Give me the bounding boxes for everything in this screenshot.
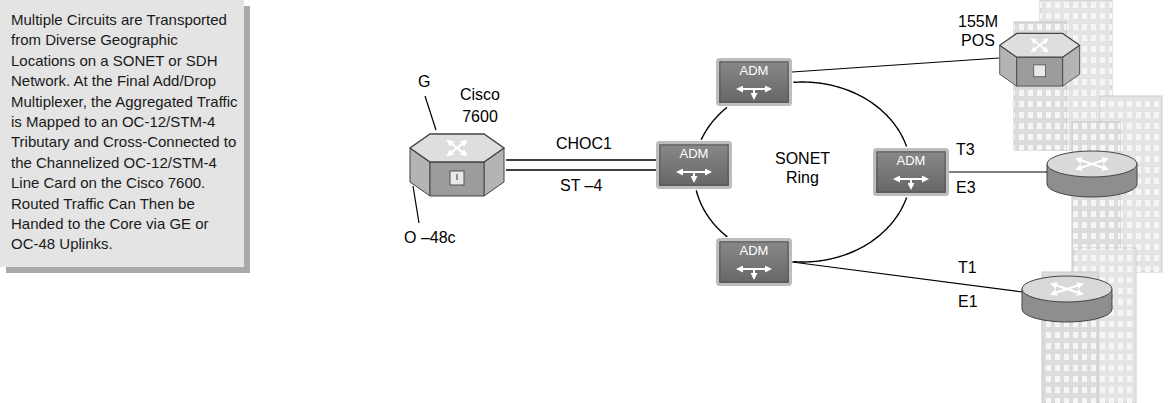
add-drop-multiplexer: ADM <box>873 148 949 196</box>
t1-link <box>792 262 1022 292</box>
device-name: ADM <box>716 238 792 258</box>
link-label: CHOC1 <box>556 134 612 153</box>
device-label: Cisco 7600 <box>460 84 500 128</box>
sonet-ring-segment <box>701 107 727 140</box>
add-drop-multiplexer: ADM <box>716 58 792 106</box>
router-icon <box>1022 276 1112 322</box>
circuit-label: E3 <box>956 178 976 197</box>
sonet-ring-segment <box>793 82 906 147</box>
uplink-label: O –48c <box>404 228 456 247</box>
link-label: ST –4 <box>560 176 602 195</box>
building <box>1042 248 1136 403</box>
device-name: ADM <box>873 148 949 168</box>
circuit-label: T1 <box>958 258 977 277</box>
sonet-ring-segment <box>793 197 906 262</box>
pos-switch-icon <box>1000 33 1080 86</box>
device-name: ADM <box>716 58 792 78</box>
description-text: Multiple Circuits are Transported from D… <box>11 10 238 255</box>
cisco-7600-router: Cisco 7600 <box>408 84 506 200</box>
add-drop-multiplexer: ADM <box>656 141 732 189</box>
t3-link <box>949 171 1047 172</box>
pos-link <box>792 58 999 72</box>
interface-label: 155M POS <box>958 12 998 50</box>
device-name: ADM <box>656 141 732 161</box>
description-panel: Multiple Circuits are Transported from D… <box>0 0 244 267</box>
router-icon <box>1047 151 1137 197</box>
add-drop-multiplexer: ADM <box>716 238 792 286</box>
uplink-label: G <box>418 72 430 91</box>
ring-label: SONET Ring <box>775 149 830 187</box>
ge-uplink <box>425 96 436 130</box>
router-icon <box>408 130 506 200</box>
sonet-ring-segment <box>696 190 727 237</box>
circuit-label: E1 <box>958 292 978 311</box>
oc48-uplink <box>413 186 419 223</box>
circuit-label: T3 <box>956 140 975 159</box>
channelized-link <box>506 160 656 170</box>
